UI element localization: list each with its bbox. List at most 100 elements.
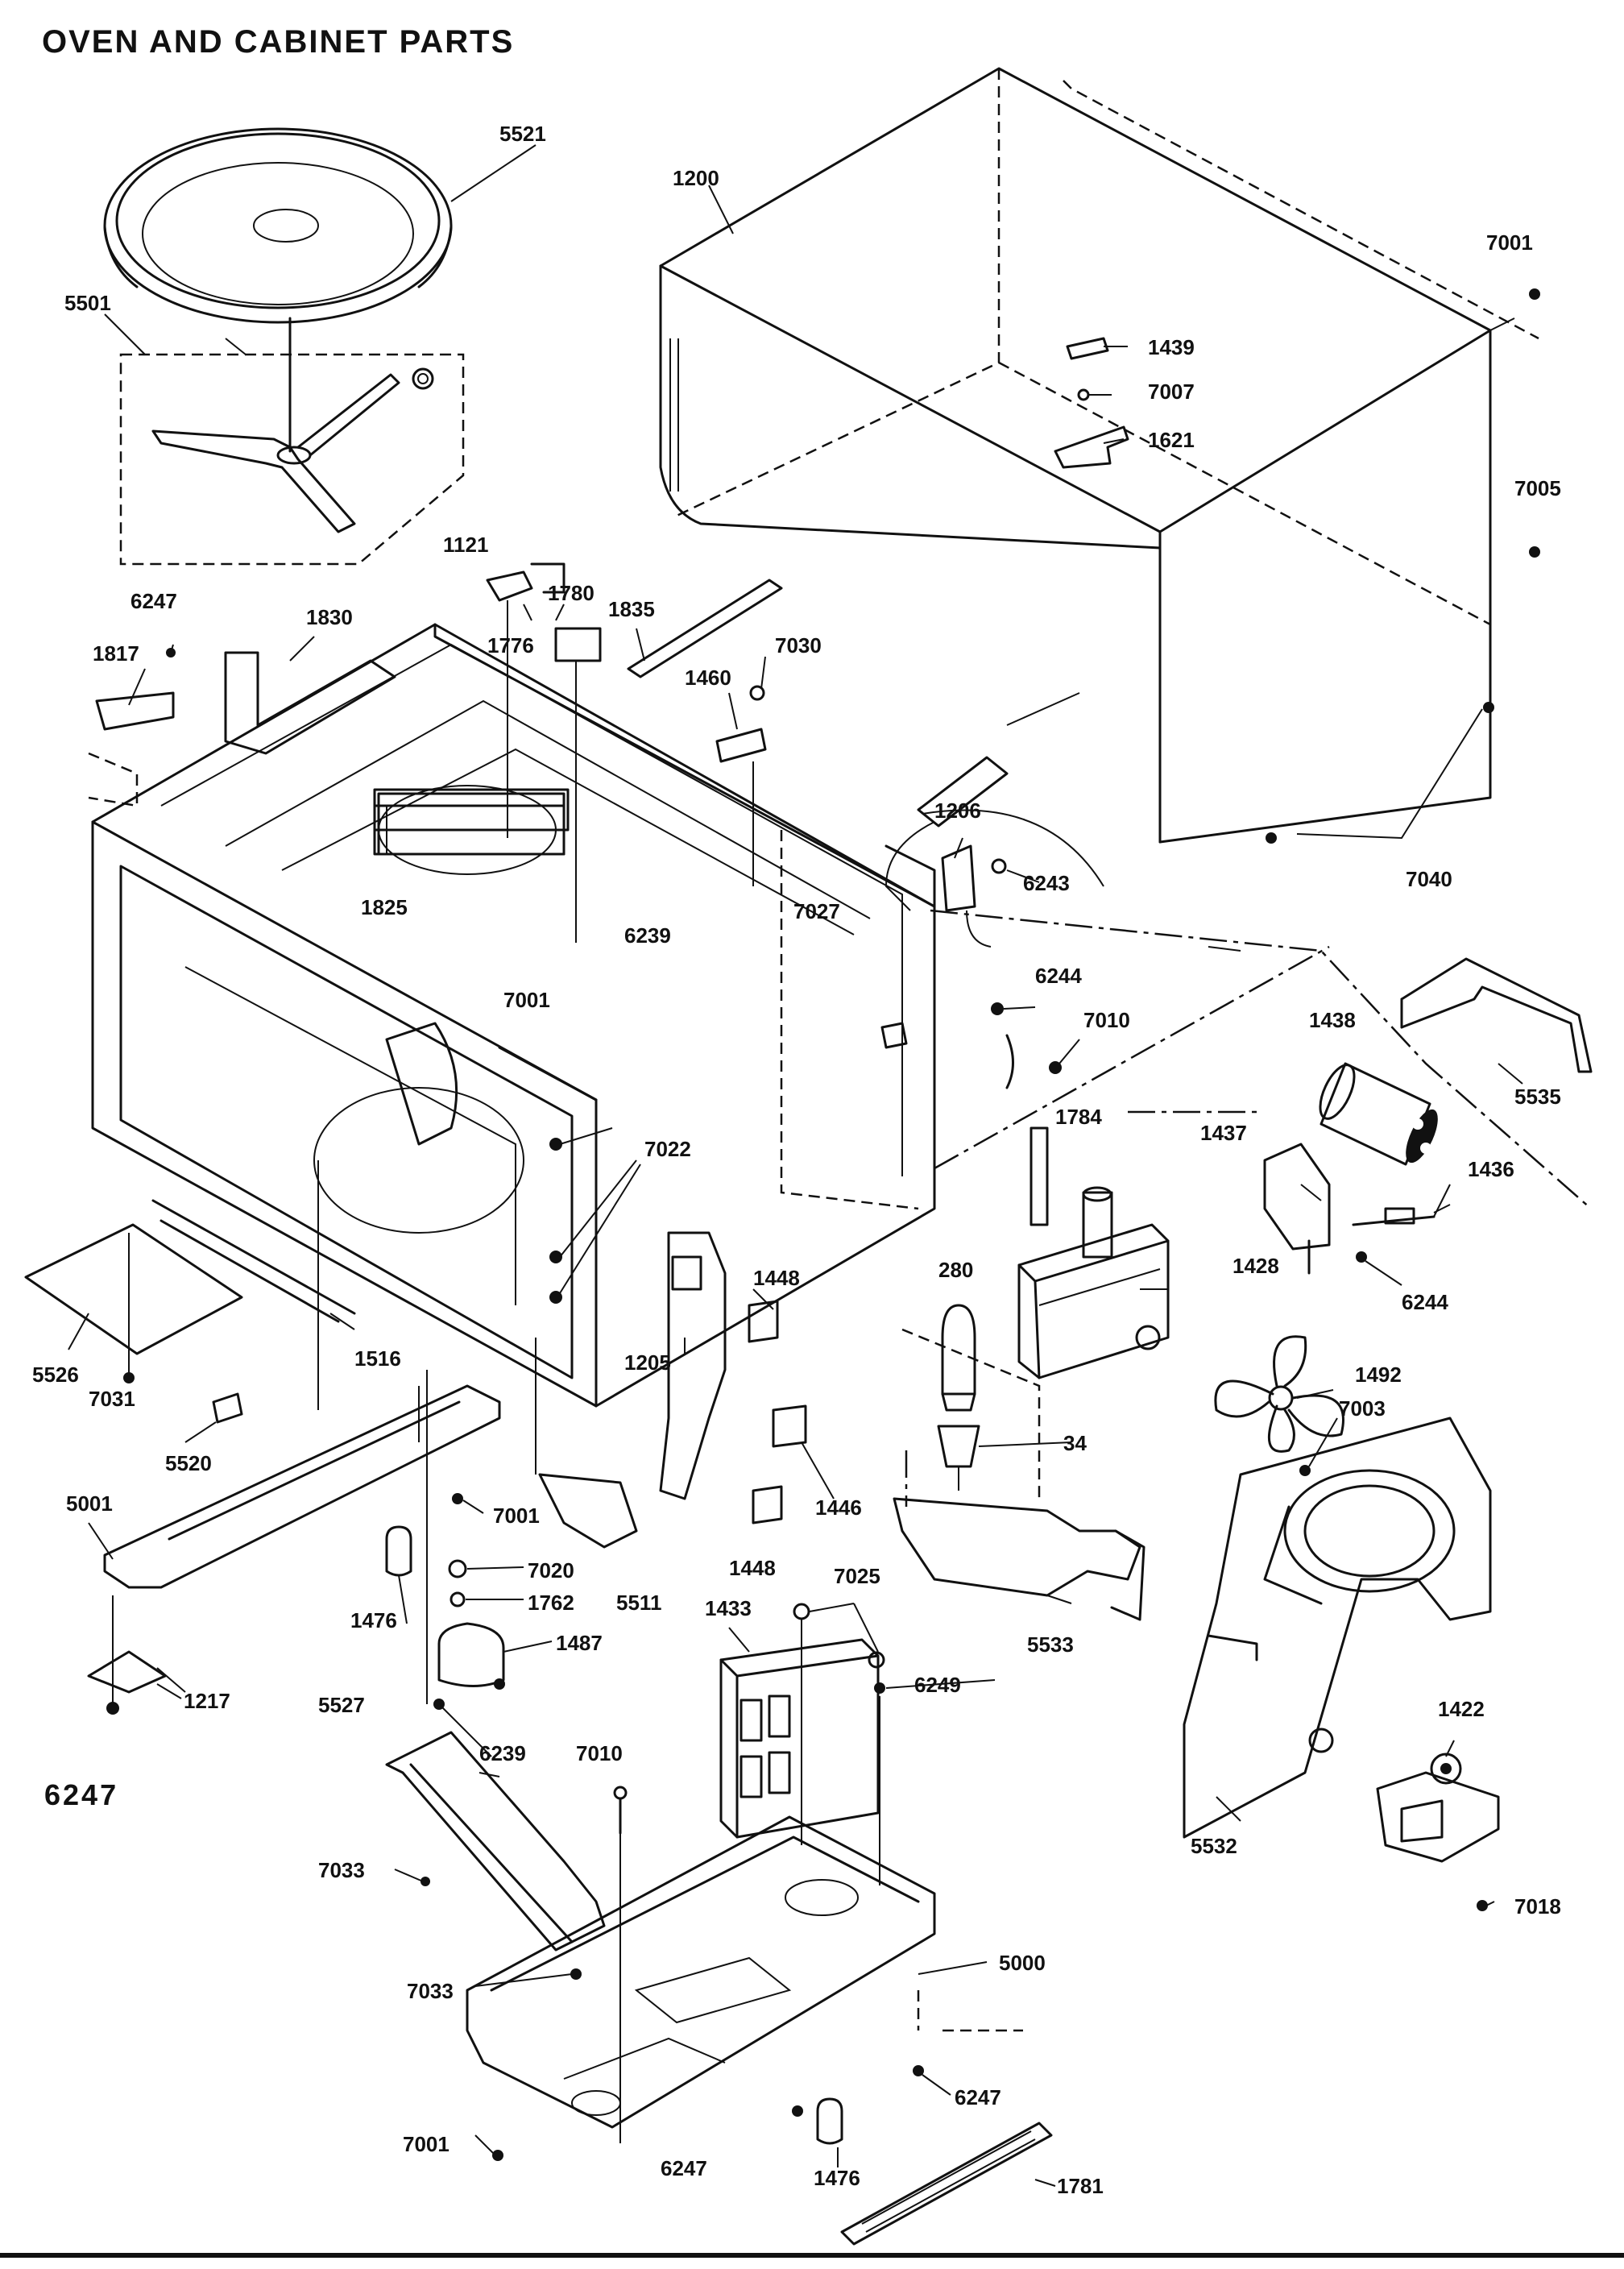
lamp-drawing <box>901 1304 1041 1499</box>
magnetron-drawing <box>1017 1126 1170 1379</box>
turntable-support-drawing <box>119 317 465 566</box>
label-7001-mid: 7001 <box>503 988 550 1012</box>
base-plate-drawing <box>466 1815 1023 2129</box>
label-7003: 7003 <box>1339 1396 1386 1421</box>
label-1448-top: 1448 <box>753 1266 800 1290</box>
part-1460-drawing <box>715 685 767 886</box>
label-5526: 5526 <box>32 1363 79 1387</box>
bottom-rule <box>0 2253 1624 2258</box>
label-1446: 1446 <box>815 1495 862 1520</box>
oven-cavity-drawing <box>91 623 936 1408</box>
label-5532: 5532 <box>1191 1834 1237 1858</box>
mid-right-screws-drawing <box>880 1002 1062 1089</box>
part-5533-drawing <box>893 1450 1146 1621</box>
label-5527: 5527 <box>318 1693 365 1717</box>
label-7025: 7025 <box>834 1564 880 1588</box>
label-1835: 1835 <box>608 597 655 621</box>
label-5511: 5511 <box>616 1591 661 1615</box>
label-7001-bottom: 7001 <box>403 2132 450 2156</box>
label-1776: 1776 <box>487 633 534 657</box>
label-7005: 7005 <box>1514 476 1561 500</box>
part-1437-drawing <box>1263 1143 1451 1275</box>
label-1460: 1460 <box>685 666 731 690</box>
label-6239-bottom: 6239 <box>479 1741 526 1765</box>
bottom-small-parts-drawing <box>474 2065 924 2161</box>
left-brackets-drawing <box>88 648 396 807</box>
label-7027: 7027 <box>793 899 840 923</box>
turntable-motor-drawing <box>385 1370 505 1710</box>
leader-lines <box>68 144 1523 2187</box>
label-7031: 7031 <box>89 1387 135 1411</box>
label-1436: 1436 <box>1468 1157 1514 1181</box>
label-1487: 1487 <box>556 1631 603 1655</box>
turntable-tray-drawing <box>103 127 453 324</box>
label-6244-mid: 6244 <box>1035 964 1082 988</box>
part-5511-drawing <box>535 1338 638 1549</box>
label-1433: 1433 <box>705 1596 752 1620</box>
label-6247-right: 6247 <box>955 2085 1001 2109</box>
label-1830: 1830 <box>306 605 353 629</box>
label-34: 34 <box>1063 1431 1087 1455</box>
label-7030: 7030 <box>775 633 822 657</box>
transformer-drawing <box>719 1603 885 1885</box>
label-5501: 5501 <box>64 291 111 315</box>
front-screws-drawing <box>549 1138 562 1304</box>
latch-drawing <box>659 1231 807 1524</box>
label-1817: 1817 <box>93 641 139 666</box>
label-1448-bottom: 1448 <box>729 1556 776 1580</box>
part-1825-drawing <box>373 804 566 856</box>
label-7010-bottom: 7010 <box>576 1741 623 1765</box>
part-labels: 5521 5501 1200 7001 1439 7007 1621 7005 … <box>32 122 1561 2198</box>
part-1206-drawing <box>922 809 1104 948</box>
label-7020: 7020 <box>528 1558 574 1582</box>
label-5520: 5520 <box>165 1451 212 1475</box>
label-1206: 1206 <box>934 799 981 823</box>
label-6247-top: 6247 <box>130 589 177 613</box>
label-1422: 1422 <box>1438 1697 1485 1721</box>
label-6247-bottom: 6247 <box>661 2156 707 2180</box>
label-1780: 1780 <box>548 581 594 605</box>
label-1516: 1516 <box>354 1346 401 1371</box>
label-1784: 1784 <box>1055 1105 1102 1129</box>
lower-left-parts-drawing <box>24 1160 356 1424</box>
label-1205: 1205 <box>624 1350 671 1375</box>
label-6249: 6249 <box>914 1673 961 1697</box>
label-1781: 1781 <box>1057 2174 1104 2198</box>
cabinet-small-parts <box>1054 288 1540 844</box>
label-5001: 5001 <box>66 1491 113 1516</box>
chain-lines <box>930 909 1592 1209</box>
label-6243: 6243 <box>1023 871 1070 895</box>
label-280: 280 <box>938 1258 973 1282</box>
label-1438: 1438 <box>1309 1008 1356 1032</box>
part-5001-drawing <box>103 1384 501 1589</box>
part-5527-drawing <box>385 1731 606 1952</box>
label-7022: 7022 <box>644 1137 691 1161</box>
part-1217-drawing <box>87 1595 167 1715</box>
cabinet-drawing <box>659 67 1539 844</box>
label-1217: 1217 <box>184 1689 230 1713</box>
label-1492: 1492 <box>1355 1363 1402 1387</box>
lower-screws-drawing <box>570 1786 628 2143</box>
capacitor-drawing <box>1319 1062 1438 1166</box>
label-5535: 5535 <box>1514 1085 1561 1109</box>
label-1825: 1825 <box>361 895 408 919</box>
part-5535-drawing <box>1400 957 1593 1073</box>
label-7010-mid: 7010 <box>1083 1008 1130 1032</box>
label-7001-lower: 7001 <box>493 1504 540 1528</box>
part-1781-drawing <box>840 2122 1053 2246</box>
label-1476-left: 1476 <box>350 1608 397 1632</box>
label-7001-top: 7001 <box>1486 230 1533 255</box>
label-6239-top: 6239 <box>624 923 671 948</box>
top-parts-drawing <box>486 562 783 943</box>
fan-motor-drawing <box>1376 1753 1500 1911</box>
power-cord-drawing <box>884 692 1080 911</box>
label-7018: 7018 <box>1514 1894 1561 1918</box>
page-title: OVEN AND CABINET PARTS <box>42 24 515 60</box>
label-5521: 5521 <box>499 122 546 146</box>
label-1476-bottom: 1476 <box>814 2166 860 2190</box>
fan-duct-drawing <box>1183 1417 1492 1839</box>
label-1762: 1762 <box>528 1591 574 1615</box>
label-5533: 5533 <box>1027 1632 1074 1657</box>
label-7033-lower: 7033 <box>407 1979 454 2003</box>
